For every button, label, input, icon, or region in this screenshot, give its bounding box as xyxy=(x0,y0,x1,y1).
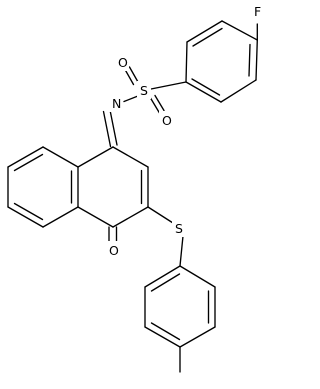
sulfonyl-group xyxy=(123,66,187,114)
tolyl-ring xyxy=(144,265,216,373)
thioether-linkage xyxy=(147,206,184,267)
fluorine-label-bg xyxy=(251,2,265,20)
sulfonyl-sulfur-atom-label: S xyxy=(140,83,148,98)
imine-bond xyxy=(102,109,118,148)
sulfonyl-oxygen-1-label-bg xyxy=(115,53,129,71)
thioether-sulfur-atom-label: S xyxy=(175,221,183,236)
ketone-oxygen-atom-label: O xyxy=(109,243,119,258)
naphthalenone-core xyxy=(7,146,149,243)
ketone-oxygen-label-bg xyxy=(106,241,120,259)
sulfonyl-sulfur-label-bg xyxy=(137,81,151,99)
fluorophenyl-ring xyxy=(185,20,258,103)
chemical-structure-diagram: F S O O N S O xyxy=(7,2,265,373)
sulfonyl-oxygen-1-atom-label: O xyxy=(118,55,128,70)
thioether-sulfur-label-bg xyxy=(172,219,186,237)
imine-nitrogen-atom-label: N xyxy=(112,96,121,111)
sulfonyl-oxygen-2-label-bg xyxy=(159,111,173,129)
fluorine-atom-label: F xyxy=(254,4,261,19)
sulfonyl-oxygen-2-atom-label: O xyxy=(162,113,172,128)
imine-nitrogen-label-bg xyxy=(109,94,123,112)
